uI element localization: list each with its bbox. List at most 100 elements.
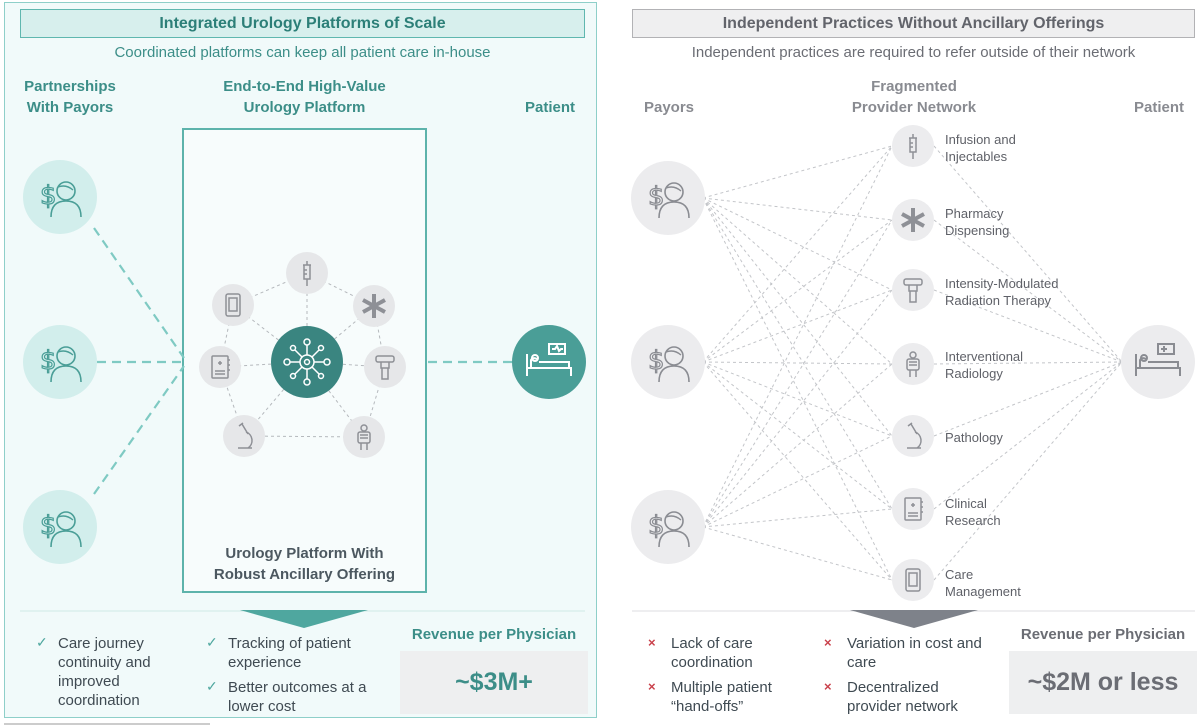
x-mark-icon: × [824,679,832,694]
hospital-bed-icon [1135,343,1181,376]
clinical-book-icon [211,355,230,379]
provider-patient-link [933,361,1123,510]
payor-provider-link [702,219,893,528]
right-payor-2 [631,325,705,399]
label-line: Care [945,567,974,582]
left-payors-heading: Partnerships With Payors [10,76,130,118]
label-line: Research [945,513,1001,528]
provider-patient-link [933,361,1123,437]
x-mark-icon: × [648,679,656,694]
benefit-outcomes: Better outcomes at a lower cost [228,678,366,716]
payor-provider-link [702,145,893,363]
payor-provider-link [702,197,893,581]
radiation-machine-icon [375,355,395,380]
issue-line: Variation in cost and [847,635,982,652]
provider-label-infusion: Infusion and Injectables [945,131,1016,165]
payor-provider-link [702,361,893,365]
label-line: Pharmacy [945,206,1004,221]
label-line: Radiology [945,366,1003,381]
payor-provider-link [702,197,893,221]
label-line: Management [945,584,1021,599]
heading-line: Fragmented [871,78,957,95]
benefit-line: Care journey [58,635,144,652]
benefit-line: coordination [58,692,140,709]
payor-provider-link [702,197,893,291]
hub-microscope [223,415,265,457]
label-line: Radiation Therapy [945,293,1051,308]
hub-xray [343,416,385,458]
issue-line: coordination [671,654,753,671]
payor-provider-link [702,197,893,365]
hospital-bed-icon [526,343,572,376]
check-icon: ✓ [36,634,48,650]
payor-provider-link [702,361,893,437]
benefit-line: lower cost [228,698,296,715]
xray-body-icon [357,424,371,450]
issue-variation-cost: Variation in cost and care [847,634,982,672]
label-line: Urology Platform With [225,545,384,562]
tablet-icon [905,568,921,592]
payor-connectors [93,227,512,495]
hub-tablet [212,284,254,326]
payor-provider-link [702,361,893,510]
tablet-icon [225,293,241,317]
issue-line: care [847,654,877,671]
hub-syringe [286,252,328,294]
right-payor-3 [631,490,705,564]
left-panel-title: Integrated Urology Platforms of Scale [20,9,585,38]
xray-body-icon [906,351,920,377]
issue-hand-offs: Multiple patient “hand-offs” [671,678,772,716]
label-line: Robust Ancillary Offering [213,566,396,583]
provider-care-management [892,559,934,601]
heading-line: With Payors [26,99,114,116]
left-payor-1 [23,160,97,234]
right-revenue-title: Revenue per Physician [1020,626,1186,643]
provider-label-pharmacy: Pharmacy Dispensing [945,205,1009,239]
left-chevron [240,610,368,628]
benefit-line: experience [228,654,302,671]
microscope-icon [907,422,922,449]
provider-patient-link [933,361,1123,365]
left-platform-heading: End-to-End High-Value Urology Platform [184,76,425,118]
issue-decentralized: Decentralized provider network [847,678,958,716]
syringe-icon [303,261,311,286]
left-panel-subtitle: Coordinated platforms can keep all patie… [114,44,491,61]
benefit-line: improved [58,673,120,690]
label-line: Interventional [945,349,1024,364]
right-revenue-value: ~$2M or less [1009,651,1197,714]
heading-line: End-to-End High-Value [223,78,386,95]
fragmented-network-lines [702,145,1123,581]
issue-line: “hand-offs” [671,698,744,715]
provider-radiology [892,343,934,385]
benefit-line: continuity and [58,654,151,671]
provider-label-radiology: Interventional Radiology [945,348,1023,382]
issue-lack-coordination: Lack of care coordination [671,634,753,672]
syringe-icon [909,134,917,159]
heading-line: Partnerships [24,78,116,95]
clinical-book-icon [904,497,923,521]
issue-line: provider network [847,698,958,715]
left-patient-heading: Patient [524,99,575,116]
payor-provider-link [702,197,893,510]
payor-provider-link [702,289,893,363]
provider-label-care-management: Care Management [945,566,1021,600]
asterisk-icon [901,208,925,232]
payor-provider-link [702,145,893,199]
right-panel-subtitle: Independent practices are required to re… [691,44,1136,61]
label-line: Clinical [945,496,987,511]
hub-clinical-book [199,346,241,388]
right-network-heading: Fragmented Provider Network [834,76,994,118]
microscope-icon [238,422,253,449]
provider-pathology [892,415,934,457]
right-chevron [850,610,978,628]
hub-asterisk [353,285,395,327]
radiation-machine-icon [903,278,923,303]
right-patient [1121,325,1195,399]
provider-research [892,488,934,530]
x-mark-icon: × [648,635,656,650]
benefit-line: Tracking of patient [228,635,351,652]
payor-provider-link [702,508,893,528]
left-payor-3 [23,490,97,564]
provider-label-pathology: Pathology [945,429,1003,446]
